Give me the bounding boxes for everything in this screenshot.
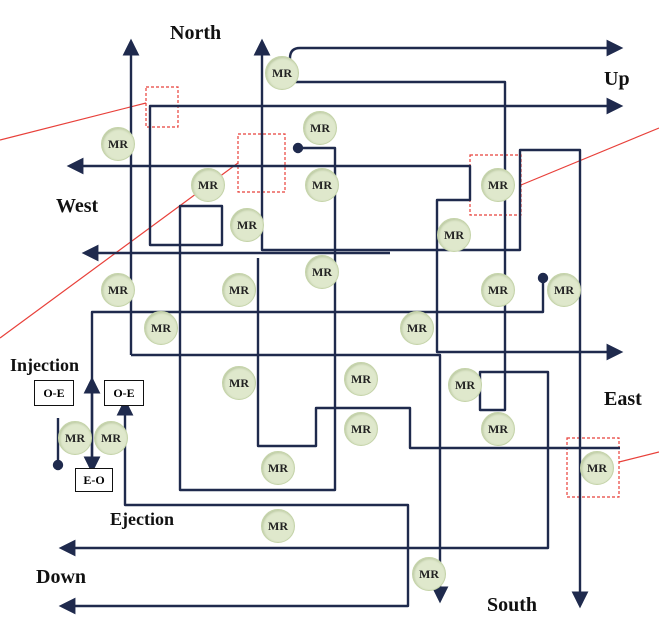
oe-left-terminator xyxy=(52,459,64,471)
injection-terminator xyxy=(537,272,549,284)
label-up: Up xyxy=(604,68,630,90)
microring-resonator: MR xyxy=(101,273,135,307)
center-waveguide xyxy=(131,353,449,604)
label-down: Down xyxy=(36,566,87,588)
microring-resonator: MR xyxy=(191,168,225,202)
microring-resonator: MR xyxy=(481,273,515,307)
microring-resonator: MR xyxy=(481,168,515,202)
microring-resonator: MR xyxy=(344,362,378,396)
microring-resonator: MR xyxy=(265,56,299,90)
microring-resonator: MR xyxy=(400,311,434,345)
label-north: North xyxy=(170,22,222,44)
callout-line-1 xyxy=(0,102,147,141)
up-input-terminator xyxy=(292,142,304,154)
microring-resonator: MR xyxy=(303,111,337,145)
eo-converter: E-O xyxy=(75,468,113,492)
east-input-waveguide xyxy=(256,258,620,450)
west-input-waveguide xyxy=(66,157,624,361)
label-ejection: Ejection xyxy=(110,509,174,529)
microring-resonator: MR xyxy=(481,412,515,446)
microring-resonator: MR xyxy=(437,218,471,252)
microring-resonator: MR xyxy=(261,509,295,543)
waveguides xyxy=(52,38,624,615)
microring-resonator: MR xyxy=(344,412,378,446)
label-west: West xyxy=(56,195,99,217)
microring-resonator: MR xyxy=(305,168,339,202)
oe-converter-right: O-E xyxy=(104,380,144,406)
microring-resonator: MR xyxy=(580,451,614,485)
microring-resonator: MR xyxy=(222,366,256,400)
microring-resonator: MR xyxy=(547,273,581,307)
microring-resonator: MR xyxy=(94,421,128,455)
label-south: South xyxy=(487,594,538,616)
microring-resonator: MR xyxy=(222,273,256,307)
microring-resonator: MR xyxy=(448,368,482,402)
microring-resonator: MR xyxy=(412,557,446,591)
microring-resonator: MR xyxy=(58,421,92,455)
oe-converter-left: O-E xyxy=(34,380,74,406)
microring-resonator: MR xyxy=(230,208,264,242)
microring-resonator: MR xyxy=(101,127,135,161)
microring-resonator: MR xyxy=(305,255,339,289)
callout-line-3 xyxy=(520,127,659,186)
ejection-waveguide xyxy=(58,398,410,615)
label-injection: Injection xyxy=(10,355,79,375)
callout-line-4 xyxy=(618,451,659,463)
microring-resonator: MR xyxy=(144,311,178,345)
label-east: East xyxy=(604,388,642,410)
microring-resonator: MR xyxy=(261,451,295,485)
